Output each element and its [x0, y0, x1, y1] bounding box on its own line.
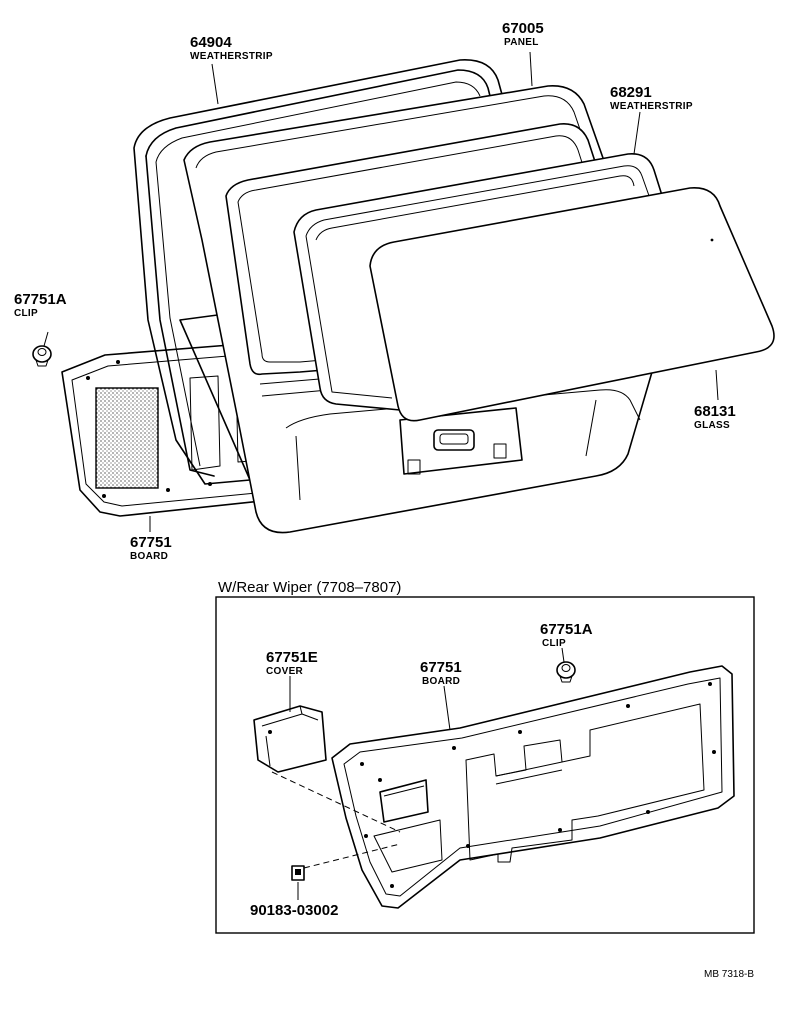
drawing-code: MB 7318-B	[704, 969, 754, 980]
label-67751E-name: COVER	[266, 666, 304, 677]
label-inset-67751A-name: CLIP	[542, 638, 566, 649]
fastener	[291, 865, 305, 881]
glass	[369, 187, 775, 422]
label-64904-name: WEATHERSTRIP	[190, 51, 273, 62]
label-67751-number: 67751	[130, 534, 172, 551]
label-67751-name: BOARD	[130, 551, 168, 562]
label-90183-number: 90183-03002	[250, 902, 338, 919]
board-inset	[331, 665, 735, 909]
door-handle-recess	[399, 407, 523, 475]
label-68131-number: 68131	[694, 403, 736, 420]
label-67005-name: PANEL	[504, 37, 539, 48]
label-68291-number: 68291	[610, 84, 652, 101]
clip-upper	[32, 345, 52, 367]
label-67005-number: 67005	[502, 20, 544, 37]
weatherstrip-outer	[133, 59, 521, 485]
alignment-line-cover	[271, 771, 401, 833]
label-inset-67751-number: 67751	[420, 659, 462, 676]
label-67751A-number: 67751A	[14, 291, 67, 308]
label-inset-67751-name: BOARD	[422, 676, 460, 687]
leaders-inset	[289, 647, 565, 900]
board-upper-opening	[95, 387, 159, 489]
inset-title: W/Rear Wiper (7708–7807)	[218, 579, 401, 596]
inset-box	[215, 596, 755, 934]
label-64904-number: 64904	[190, 34, 232, 51]
label-67751E-number: 67751E	[266, 649, 318, 666]
label-67751A-name: CLIP	[14, 308, 38, 319]
leaders-upper	[43, 51, 719, 532]
cover	[253, 705, 327, 773]
label-68291-name: WEATHERSTRIP	[610, 101, 693, 112]
clip-inset	[556, 661, 576, 683]
label-inset-67751A-number: 67751A	[540, 621, 593, 638]
alignment-line-fastener	[303, 843, 401, 869]
label-68131-name: GLASS	[694, 420, 730, 431]
